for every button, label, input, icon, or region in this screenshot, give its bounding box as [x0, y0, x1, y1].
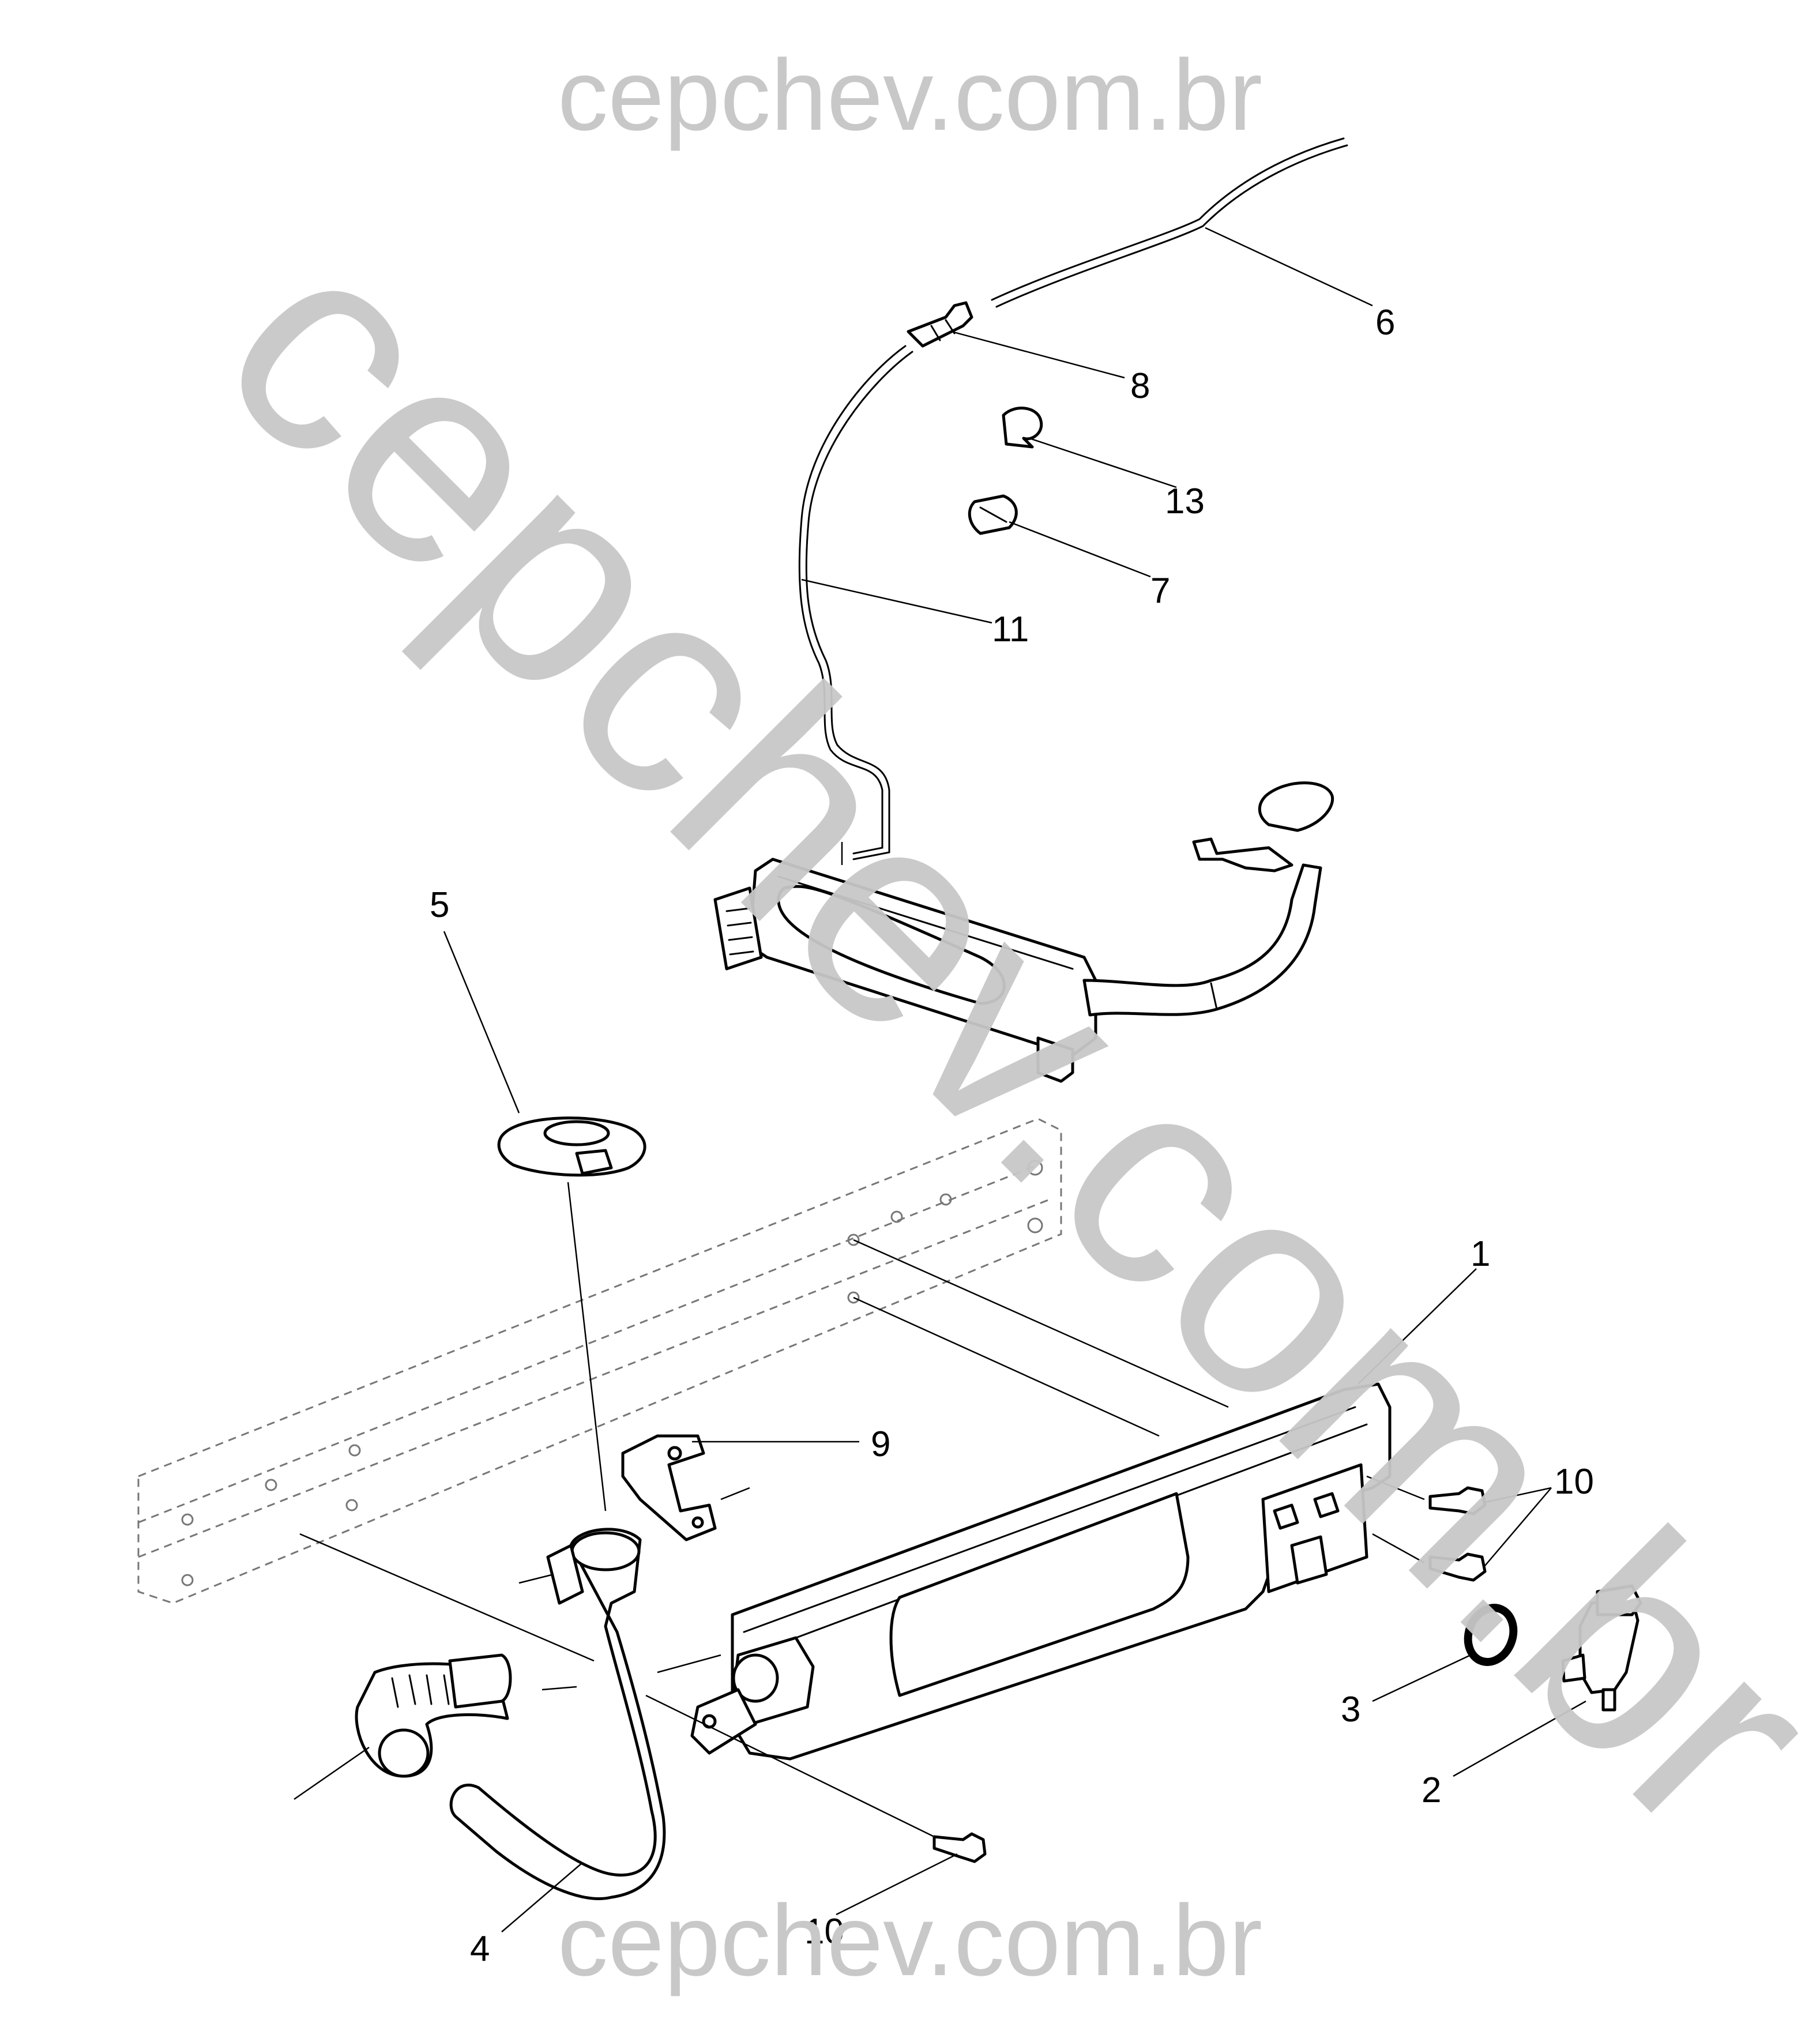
clip-7	[968, 494, 1018, 535]
callout-1: 1	[1471, 1234, 1490, 1274]
callout-7: 7	[1150, 571, 1170, 611]
callout-numbers: 1 2 3 4 5 6 7 8 9 10 10 11 13	[430, 303, 1594, 1969]
callout-10-bottom: 10	[804, 1912, 844, 1951]
callout-3: 3	[1341, 1690, 1360, 1729]
filler-pipe-4	[449, 1528, 666, 1900]
alignment-lines	[299, 842, 1425, 1838]
watermark-top: cepchev.com.br	[558, 39, 1262, 152]
seal-ring-3	[1464, 1604, 1518, 1666]
hose-11	[798, 345, 913, 860]
bolt-10-lower	[932, 1832, 987, 1863]
mounting-rail	[137, 1118, 1062, 1604]
washer-hose-6	[991, 137, 1348, 308]
bolt-10-middle	[1428, 1552, 1487, 1582]
watermark-bottom: cepchev.com.br	[558, 1885, 1262, 1997]
corrugated-hose	[355, 1653, 512, 1778]
bracket-9	[621, 1434, 717, 1541]
reservoir-1	[690, 1382, 1392, 1761]
callout-13: 13	[1165, 482, 1205, 521]
clip-13	[1002, 407, 1043, 449]
callout-2: 2	[1422, 1770, 1441, 1810]
callout-11: 11	[992, 610, 1029, 649]
callout-8: 8	[1130, 366, 1150, 406]
callout-6: 6	[1375, 303, 1395, 343]
leader-lines	[294, 227, 1586, 1932]
washer-pump-2	[1561, 1584, 1642, 1712]
callout-5: 5	[430, 885, 449, 925]
callout-9: 9	[871, 1424, 890, 1464]
callout-4: 4	[470, 1929, 490, 1969]
cap-5	[497, 1116, 646, 1177]
reservoir-upper-view	[713, 781, 1334, 1083]
callout-10-right: 10	[1554, 1462, 1594, 1502]
bolt-10-upper	[1428, 1486, 1487, 1516]
connector-8	[907, 301, 973, 348]
